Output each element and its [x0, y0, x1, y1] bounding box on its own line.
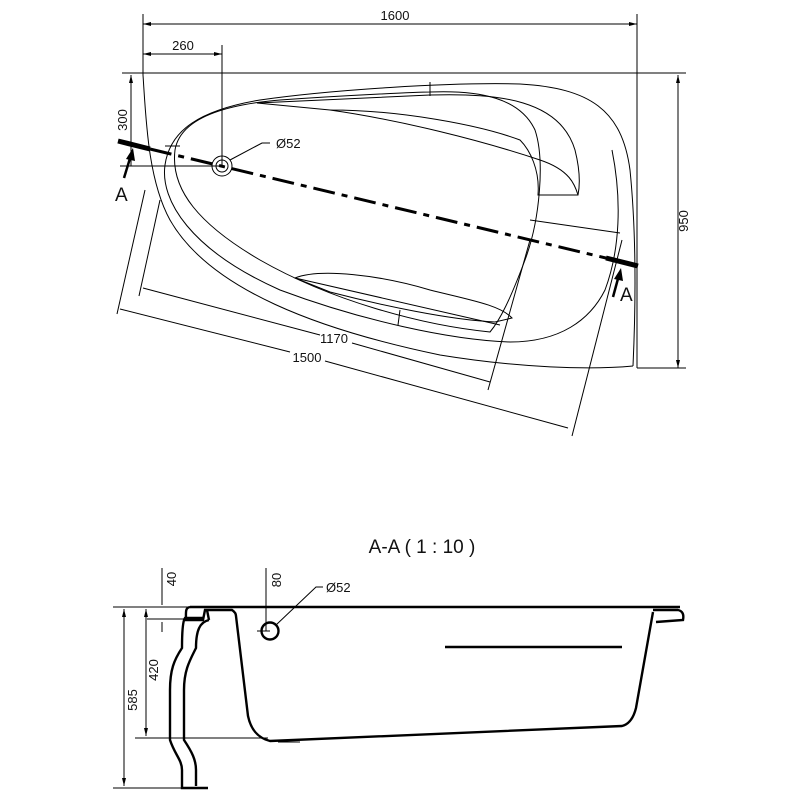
dimension-label-80: 80 [269, 573, 284, 587]
dimension-label-585: 585 [125, 689, 140, 711]
overflow-diameter-label: Ø52 [326, 580, 351, 595]
dimension-label-950: 950 [676, 210, 691, 232]
dimension-overall-width: 950 [637, 75, 691, 369]
plan-view: 1600 260 300 950 [115, 8, 691, 437]
dimension-label-40: 40 [164, 572, 179, 586]
dimension-inner-length: 1170 [138, 199, 531, 391]
dimension-total-height: 585 [122, 609, 140, 786]
tub-outline [142, 74, 636, 369]
section-arrow-right-icon [611, 268, 623, 298]
dimension-overflow: 80 [265, 568, 284, 631]
tub-section [184, 605, 685, 743]
section-title: A-A ( 1 : 10 ) [369, 537, 476, 558]
dimension-drain-offset-x: 260 [143, 38, 223, 166]
dimension-label-1170: 1170 [320, 331, 348, 346]
section-view: A-A ( 1 : 10 ) 40 80 420 585 [113, 537, 685, 790]
dimension-label-420: 420 [146, 659, 161, 681]
section-arrow-left-icon [122, 148, 135, 179]
dimension-label-300: 300 [115, 109, 130, 131]
dimension-label-1600: 1600 [381, 8, 410, 23]
dimension-label-1500: 1500 [293, 350, 322, 365]
section-marker-left: A [115, 185, 128, 206]
section-marker-right: A [620, 285, 633, 306]
drain-leader [229, 142, 270, 161]
support-frame [168, 616, 210, 790]
drain-icon [211, 155, 233, 177]
overflow-leader [275, 586, 323, 626]
dimension-rim: 40 [161, 568, 179, 632]
drain-diameter-label: Ø52 [276, 136, 301, 151]
dimension-depth: 420 [144, 609, 161, 736]
dimension-label-260: 260 [172, 38, 194, 53]
dimension-drain-offset-y: 300 [115, 75, 222, 167]
dimension-overall-length: 1600 [142, 8, 638, 368]
dimension-diagonal-length: 1500 [116, 189, 623, 437]
section-line-a-a [117, 138, 639, 269]
